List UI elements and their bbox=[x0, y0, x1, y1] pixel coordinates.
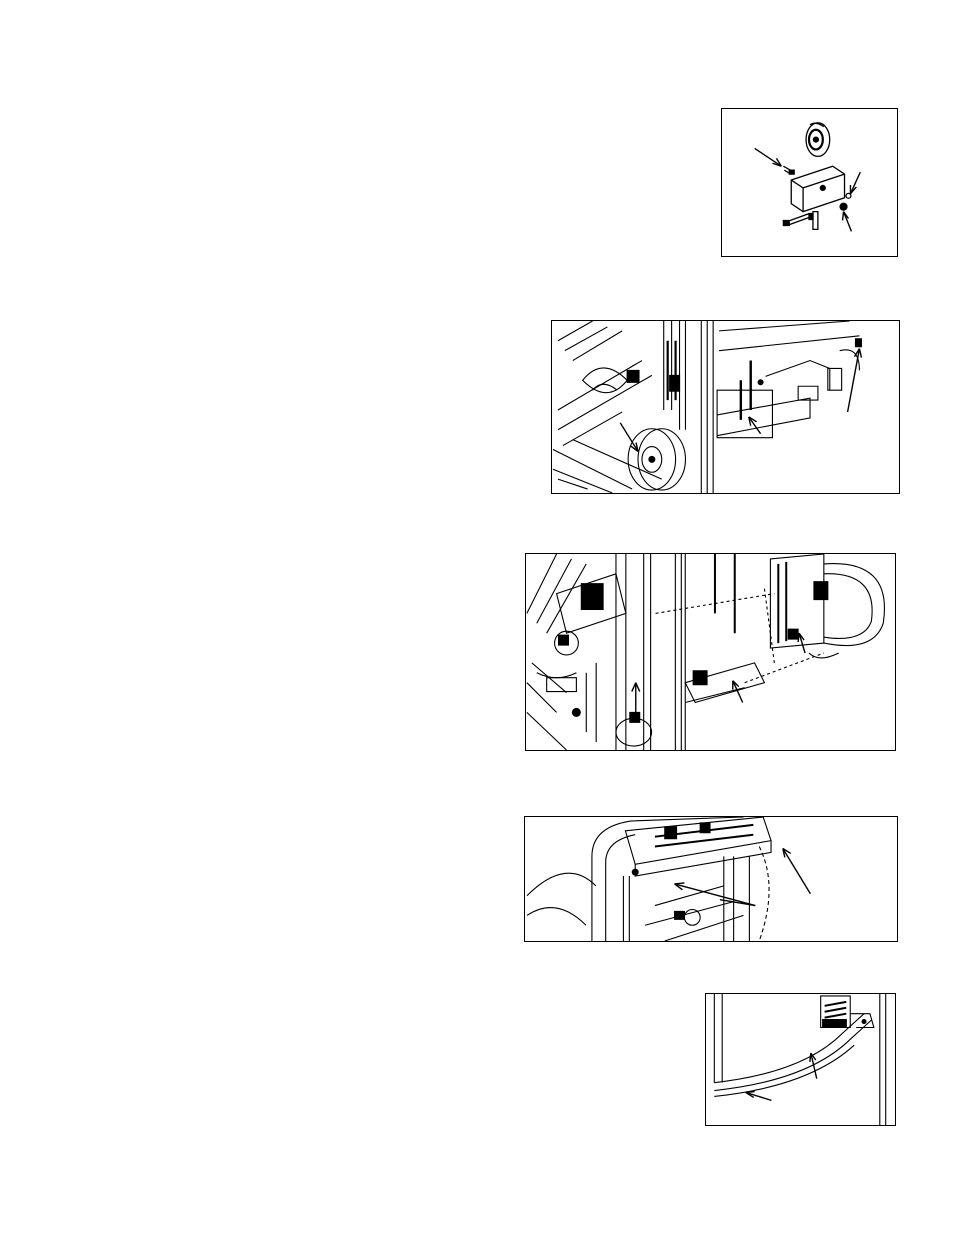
vertical-post bbox=[714, 994, 722, 1083]
callout-arrow-cover-edge bbox=[783, 848, 811, 893]
left-lever-arms bbox=[527, 554, 626, 750]
mounting-bracket bbox=[791, 166, 851, 229]
bolt-upper bbox=[783, 166, 794, 174]
callout-arrow-lower-bolt bbox=[632, 683, 640, 713]
center-uprights bbox=[616, 554, 764, 750]
right-rail-assembly bbox=[717, 321, 861, 438]
top-cover-plate bbox=[625, 817, 771, 876]
callout-arrow-rail bbox=[749, 417, 761, 434]
callout-arrow-washer bbox=[850, 172, 860, 194]
curved-base-rail bbox=[714, 1014, 872, 1097]
callout-arrow-right-rail bbox=[810, 1053, 817, 1079]
lower-structure bbox=[645, 847, 769, 941]
callout-arrow-rail-bolt bbox=[733, 681, 743, 703]
callout-arrows-cover-screws bbox=[675, 883, 756, 906]
bolt-lower bbox=[783, 214, 813, 226]
callout-arrow-frame-bolt bbox=[798, 633, 805, 653]
dashed-alignment-lines bbox=[656, 589, 824, 683]
left-frame-structure bbox=[553, 321, 713, 493]
frame-pulley-assembly-illustration bbox=[551, 320, 900, 494]
frame-rail-attachment-illustration bbox=[525, 553, 896, 751]
callout-arrow-left-rail bbox=[746, 1092, 772, 1101]
upper-frame-cover-illustration bbox=[524, 816, 898, 942]
base-frame-corner-illustration bbox=[705, 993, 896, 1126]
callout-arrow-bolt bbox=[755, 148, 782, 166]
pulley-wheel bbox=[628, 429, 685, 490]
pulley-wheel bbox=[806, 123, 830, 157]
curved-upright-frame bbox=[527, 817, 744, 941]
corner-bracket bbox=[821, 994, 886, 1125]
callout-arrow-bracket-bolt bbox=[848, 349, 862, 412]
callout-arrow-pulley-bolt bbox=[620, 423, 638, 452]
right-frame-rail bbox=[770, 554, 884, 658]
pulley-bracket-detail-illustration bbox=[721, 108, 898, 257]
callout-arrow-nut bbox=[843, 212, 852, 232]
